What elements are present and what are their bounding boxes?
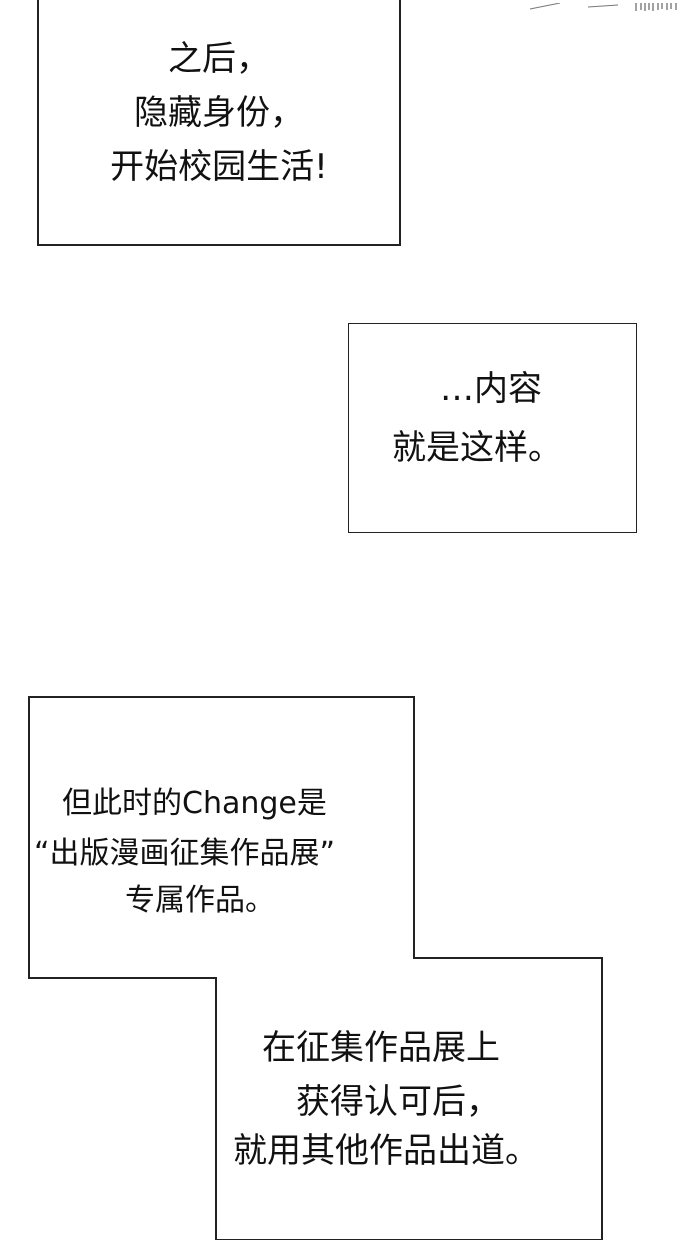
caption-4-line-3: 就用其他作品出道。: [233, 1131, 539, 1171]
caption-1-line-3: 开始校园生活!: [110, 147, 328, 187]
caption-2-line-2: 就是这样。: [392, 428, 562, 468]
caption-1-line-2: 隐藏身份，: [134, 93, 304, 133]
caption-4-line-1: 在征集作品展上: [262, 1028, 500, 1068]
caption-1-line-1: 之后，: [168, 39, 270, 79]
caption-2-line-1: …内容: [440, 369, 542, 409]
caption-3-line-1: 但此时的Change是: [62, 786, 327, 821]
caption-3-line-3: 专属作品。: [125, 883, 275, 918]
top-panel-art-fragment-right: [440, 0, 690, 12]
sketch-lines-right: [529, 2, 677, 11]
caption-box-1: [37, 0, 401, 246]
caption-3-line-2: “出版漫画征集作品展”: [34, 836, 336, 871]
caption-box-2: [348, 323, 637, 533]
caption-4-line-2: 获得认可后，: [296, 1082, 500, 1122]
